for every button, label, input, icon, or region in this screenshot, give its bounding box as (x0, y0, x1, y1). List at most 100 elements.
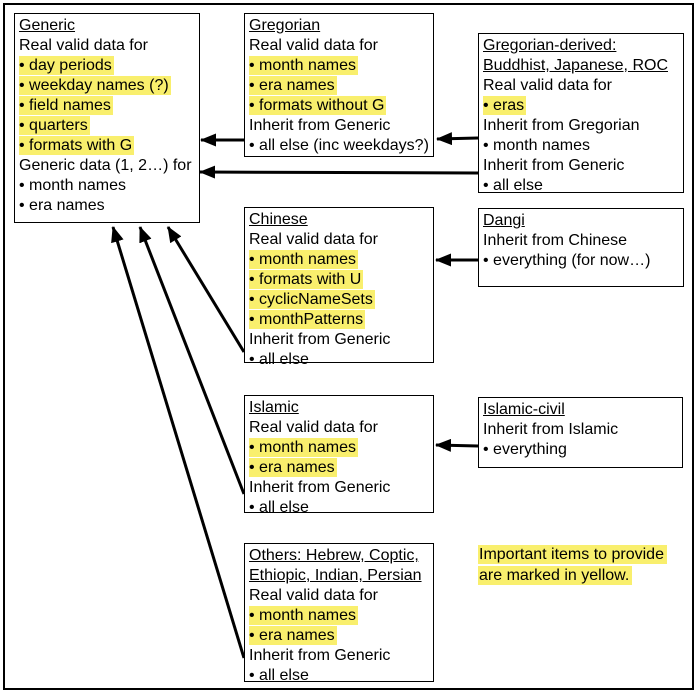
box-line-text: Dangi (483, 212, 525, 229)
box-line-text: • everything (483, 441, 567, 458)
box-line-text: • eras (483, 96, 527, 115)
box-line: Dangi (483, 211, 679, 231)
box-line-text: • formats with U (249, 270, 364, 289)
box-line-text: • formats with G (19, 136, 135, 155)
box-line: Real valid data for (19, 36, 195, 56)
box-line-text: Generic (19, 17, 76, 34)
box-line: Inherit from Chinese (483, 231, 679, 251)
box-line-text: Buddhist, Japanese, ROC (483, 57, 668, 74)
box-line-text: Inherit from Generic (249, 331, 391, 348)
box-line-text: Inherit from Chinese (483, 232, 628, 249)
box-line: • everything (483, 440, 678, 460)
box-line-text: • month names (249, 56, 358, 75)
box-line: • all else (249, 666, 429, 686)
box-line: • month names (249, 438, 429, 458)
box-line: • era names (249, 76, 429, 96)
box-line: • everything (for now…) (483, 251, 679, 271)
box-line: Gregorian (249, 16, 429, 36)
box-line: Inherit from Generic (249, 116, 429, 136)
box-line-text: • monthPatterns (249, 310, 366, 329)
legend-note: Important items to provide are marked in… (478, 544, 667, 586)
box-line-text: • era names (249, 458, 337, 477)
box-line: • era names (19, 196, 195, 216)
box-line-text: • all else (inc weekdays?) (249, 137, 429, 154)
box-line: Real valid data for (249, 586, 429, 606)
box-line: • month names (249, 56, 429, 76)
box-line-text: • month names (483, 137, 590, 154)
box-line: • day periods (19, 56, 195, 76)
box-line: Inherit from Generic (249, 478, 429, 498)
box-line: Inherit from Generic (483, 156, 679, 176)
box-line-text: • weekday names (?) (19, 76, 171, 95)
legend-note-line: Important items to provide (478, 544, 667, 565)
box-line: • monthPatterns (249, 310, 429, 330)
box-line: • formats with U (249, 270, 429, 290)
box-line-text: • month names (249, 438, 358, 457)
box-line: Real valid data for (483, 76, 679, 96)
box-line: • formats without G (249, 96, 429, 116)
box-line-text: • day periods (19, 56, 114, 75)
box-line: Real valid data for (249, 418, 429, 438)
box-line: Ethiopic, Indian, Persian (249, 566, 429, 586)
box-line: Generic data (1, 2…) for (19, 156, 195, 176)
box-line: Islamic-civil (483, 400, 678, 420)
box-line-text: Gregorian (249, 17, 321, 34)
box-line-text: • month names (19, 177, 126, 194)
box-line: Generic (19, 16, 195, 36)
box-line: • all else (inc weekdays?) (249, 136, 429, 156)
box-line-text: • era names (249, 76, 337, 95)
box-line-text: Real valid data for (249, 587, 378, 604)
box-line: • weekday names (?) (19, 76, 195, 96)
box-others: Others: Hebrew, Coptic, Ethiopic, Indian,… (244, 543, 434, 684)
box-line: • cyclicNameSets (249, 290, 429, 310)
box-line-text: • field names (19, 96, 113, 115)
box-line-text: • era names (249, 626, 337, 645)
box-line-text: • month names (249, 250, 358, 269)
box-line: Real valid data for (249, 230, 429, 250)
box-line-text: Others: Hebrew, Coptic, (249, 547, 419, 564)
box-line: • formats with G (19, 136, 195, 156)
box-line-text: • cyclicNameSets (249, 290, 375, 309)
box-line: Inherit from Islamic (483, 420, 678, 440)
box-line-text: Inherit from Generic (483, 157, 625, 174)
box-line: • month names (483, 136, 679, 156)
box-line-text: Inherit from Generic (249, 479, 391, 496)
box-line-text: • era names (19, 197, 105, 214)
box-line: • month names (19, 176, 195, 196)
box-gregorian-derived: Gregorian-derived: Buddhist, Japanese, RO… (478, 33, 684, 194)
box-line: Inherit from Generic (249, 646, 429, 666)
box-line: • month names (249, 250, 429, 270)
box-line-text: • all else (483, 177, 543, 194)
box-line-text: Inherit from Islamic (483, 421, 619, 438)
box-line: Islamic (249, 398, 429, 418)
box-line: Others: Hebrew, Coptic, (249, 546, 429, 566)
box-line-text: Inherit from Gregorian (483, 117, 640, 134)
box-line: • quarters (19, 116, 195, 136)
box-line-text: • all else (249, 499, 309, 516)
box-line: • era names (249, 458, 429, 478)
box-line: • month names (249, 606, 429, 626)
box-line: Chinese (249, 210, 429, 230)
box-line-text: • all else (249, 351, 309, 368)
box-line: Gregorian-derived: (483, 36, 679, 56)
box-line-text: Real valid data for (249, 37, 378, 54)
outer-frame (3, 3, 694, 690)
box-line-text: Islamic-civil (483, 401, 565, 418)
box-line: Inherit from Generic (249, 330, 429, 350)
box-line-text: Islamic (249, 399, 299, 416)
box-line-text: Ethiopic, Indian, Persian (249, 567, 422, 584)
box-line-text: Inherit from Generic (249, 647, 391, 664)
box-line-text: • all else (249, 667, 309, 684)
box-line: • field names (19, 96, 195, 116)
box-line-text: Real valid data for (483, 77, 612, 94)
box-line-text: • formats without G (249, 96, 387, 115)
box-line: • all else (249, 350, 429, 370)
legend-note-text: Important items to provide (478, 545, 667, 564)
box-line-text: Gregorian-derived: (483, 37, 617, 54)
